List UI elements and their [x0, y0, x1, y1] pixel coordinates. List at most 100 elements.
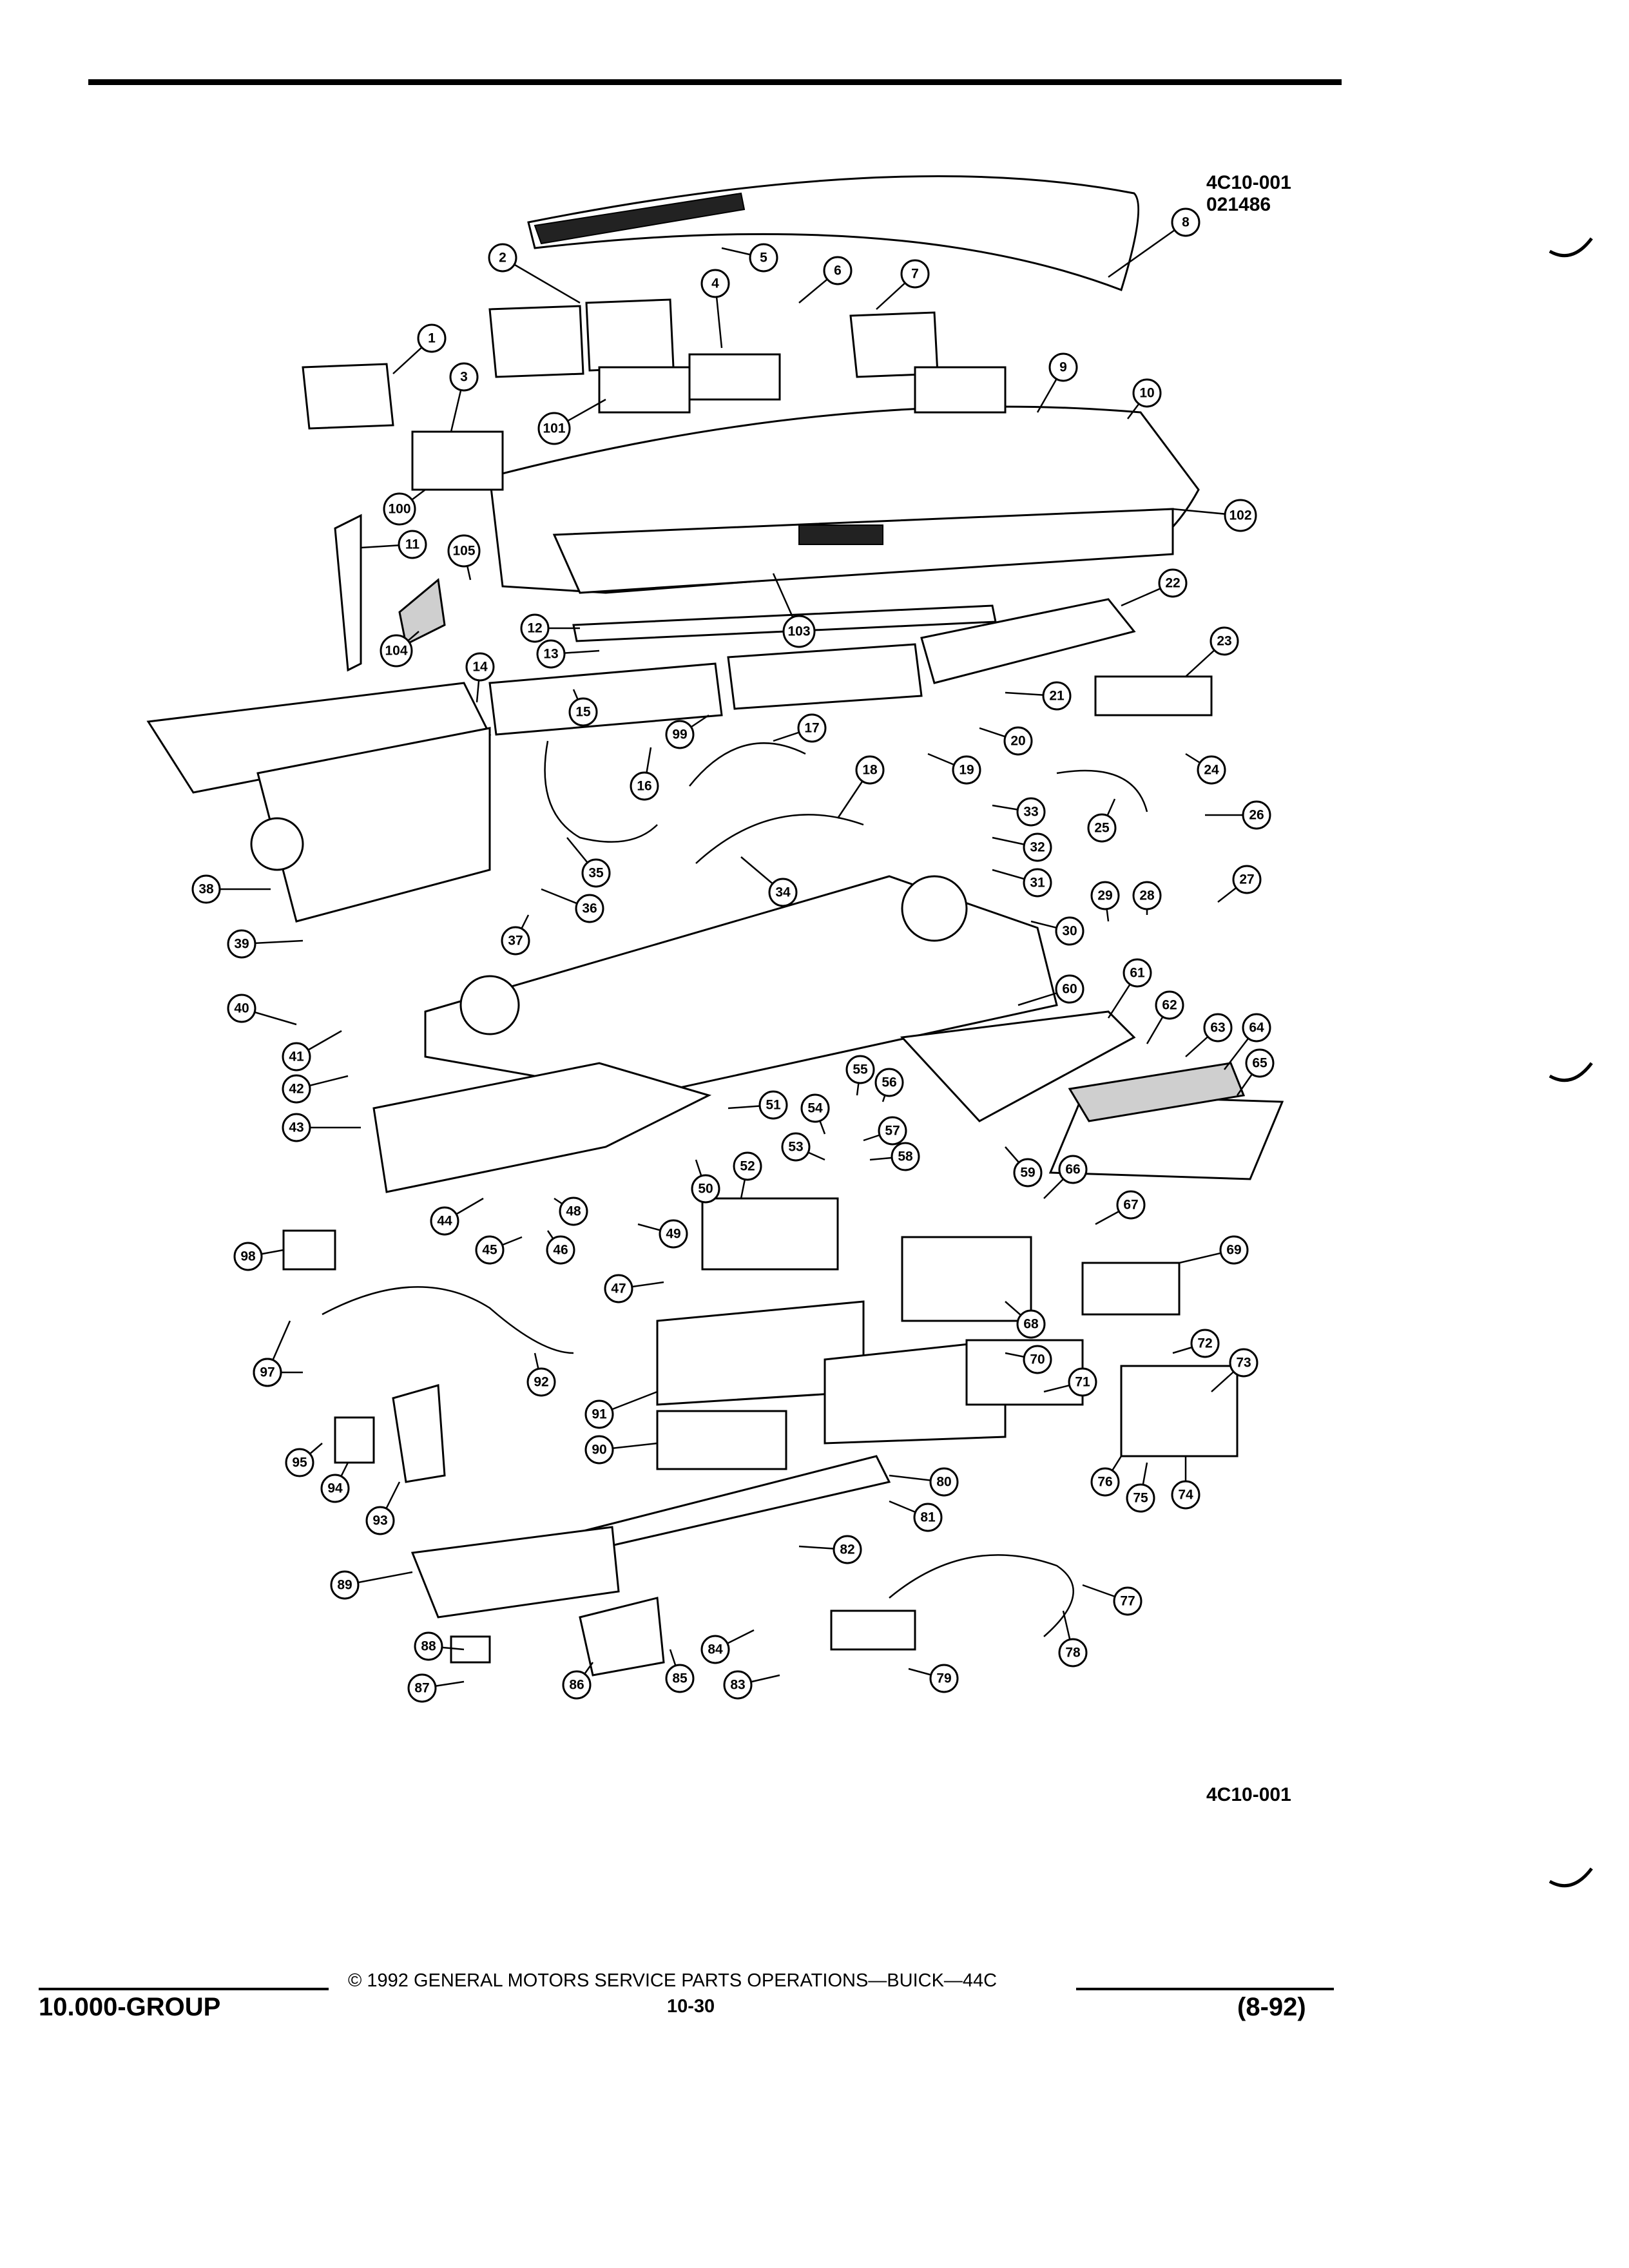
callout-label: 61	[1130, 966, 1145, 981]
callout-label: 65	[1252, 1056, 1268, 1071]
callout-label: 90	[592, 1443, 606, 1457]
part-speaker-right	[901, 875, 968, 942]
callout-101: 101	[537, 412, 571, 445]
figure-ref-code: 4C10-001	[1206, 172, 1291, 193]
callout-61: 61	[1123, 958, 1152, 988]
callout-30: 30	[1055, 916, 1084, 946]
callout-40: 40	[227, 994, 256, 1023]
callout-85: 85	[665, 1664, 695, 1693]
callout-label: 39	[234, 937, 249, 952]
callout-48: 48	[559, 1196, 588, 1226]
callout-label: 76	[1097, 1475, 1112, 1490]
part-dash-opening	[798, 524, 883, 545]
callout-label: 33	[1023, 805, 1038, 820]
callout-label: 44	[437, 1214, 452, 1229]
callout-label: 64	[1249, 1021, 1264, 1035]
figure-ref-code-bottom: 4C10-001	[1206, 1784, 1291, 1805]
callout-79: 79	[929, 1664, 959, 1693]
figure-ref-date: 021486	[1206, 194, 1271, 215]
part-hose-25	[1056, 769, 1148, 812]
callout-89: 89	[330, 1570, 360, 1600]
callout-label: 17	[804, 721, 819, 736]
callout-label: 80	[936, 1475, 951, 1490]
callout-label: 7	[911, 267, 919, 282]
callout-11: 11	[398, 530, 427, 559]
callout-5: 5	[749, 243, 778, 273]
callout-29: 29	[1090, 881, 1120, 910]
callout-label: 99	[672, 727, 687, 742]
callout-label: 11	[405, 537, 420, 552]
callout-label: 97	[260, 1365, 275, 1380]
callout-label: 47	[611, 1282, 626, 1296]
callout-label: 56	[882, 1075, 896, 1090]
callout-label: 13	[543, 647, 558, 662]
callout-label: 34	[775, 885, 791, 900]
callout-86: 86	[562, 1670, 592, 1700]
callout-21: 21	[1042, 681, 1072, 711]
callout-label: 60	[1062, 982, 1077, 997]
callout-78: 78	[1058, 1638, 1088, 1667]
callout-label: 37	[508, 934, 523, 948]
callout-16: 16	[630, 771, 659, 801]
part-module-94	[334, 1416, 375, 1464]
part-bracket-73	[1120, 1365, 1239, 1457]
callout-59: 59	[1013, 1158, 1043, 1187]
callout-64: 64	[1242, 1013, 1271, 1043]
callout-label: 77	[1120, 1594, 1135, 1609]
callout-leader-2	[502, 256, 581, 304]
callout-91: 91	[584, 1399, 614, 1429]
callout-label: 94	[327, 1481, 343, 1496]
top-rule	[88, 79, 1342, 85]
callout-97: 97	[253, 1358, 282, 1387]
callout-label: 52	[740, 1159, 755, 1174]
callout-label: 18	[862, 763, 878, 778]
callout-81: 81	[913, 1503, 943, 1532]
callout-label: 15	[575, 705, 591, 720]
footer-left-rule	[39, 1988, 329, 1990]
callout-label: 27	[1239, 872, 1254, 887]
callout-77: 77	[1113, 1586, 1142, 1616]
callout-label: 29	[1097, 889, 1112, 903]
part-outlet-3b	[914, 366, 1007, 414]
callout-label: 68	[1023, 1317, 1039, 1332]
callout-35: 35	[581, 858, 611, 888]
callout-label: 55	[853, 1062, 868, 1077]
callout-label: 25	[1094, 821, 1110, 836]
binder-mark-icon	[1548, 1062, 1593, 1082]
callout-46: 46	[546, 1235, 575, 1265]
callout-label: 46	[553, 1243, 568, 1258]
callout-38: 38	[191, 874, 221, 904]
callout-label: 57	[885, 1124, 900, 1139]
part-panel-69	[1081, 1262, 1181, 1316]
part-plate-23	[1094, 675, 1213, 716]
callout-label: 32	[1030, 840, 1045, 855]
callout-label: 59	[1020, 1166, 1035, 1180]
callout-label: 95	[292, 1456, 307, 1470]
callout-18: 18	[855, 755, 885, 785]
callout-label: 72	[1197, 1336, 1212, 1351]
part-duct-center-right	[727, 643, 923, 710]
callout-2: 2	[488, 243, 517, 273]
callout-71: 71	[1068, 1367, 1097, 1397]
callout-label: 102	[1229, 508, 1251, 523]
callout-45: 45	[475, 1235, 505, 1265]
part-bracket-86	[579, 1597, 665, 1677]
callout-label: 43	[289, 1120, 304, 1135]
callout-label: 67	[1123, 1198, 1138, 1213]
callout-label: 1	[428, 331, 436, 346]
callout-67: 67	[1116, 1190, 1146, 1220]
binder-mark-icon	[1548, 237, 1593, 258]
callout-17: 17	[797, 713, 827, 743]
callout-19: 19	[952, 755, 981, 785]
binder-mark-icon	[1548, 1867, 1593, 1888]
callout-102: 102	[1224, 499, 1257, 532]
callout-label: 40	[234, 1001, 249, 1016]
callout-42: 42	[282, 1074, 311, 1104]
callout-68: 68	[1016, 1309, 1046, 1339]
callout-label: 92	[534, 1375, 548, 1390]
callout-22: 22	[1158, 568, 1188, 598]
callout-label: 53	[788, 1140, 803, 1155]
part-duct-right	[920, 598, 1136, 684]
part-tape-deck	[901, 1236, 1032, 1322]
callout-105: 105	[447, 534, 481, 568]
